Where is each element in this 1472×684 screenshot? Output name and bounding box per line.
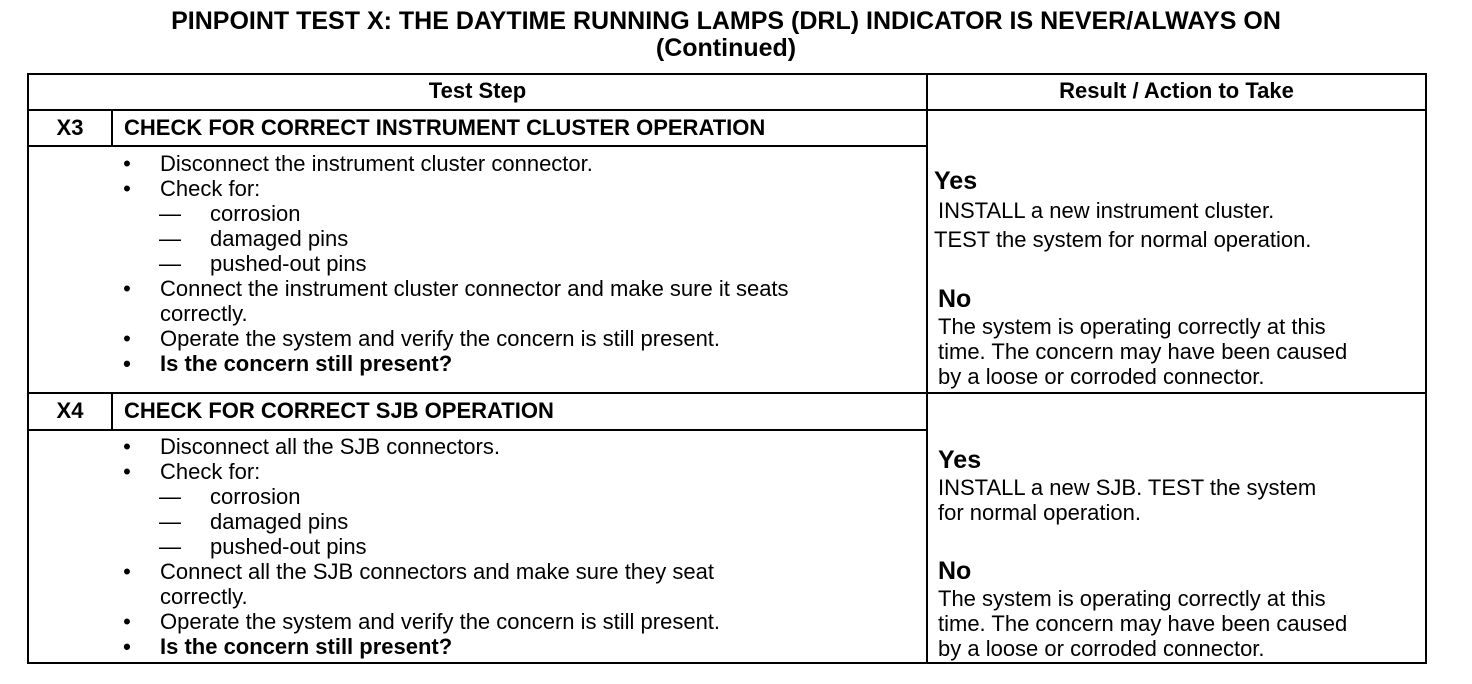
step-id: X3: [56, 115, 84, 140]
yes-label: Yes: [938, 446, 982, 474]
bullet-marker: •: [123, 559, 131, 584]
instruction-item: •Connect the instrument cluster connecto…: [118, 276, 918, 301]
dash-marker: —: [159, 509, 181, 534]
title-line: PINPOINT TEST X: THE DAYTIME RUNNING LAM…: [171, 7, 1281, 35]
header-test-step: Test Step: [428, 78, 527, 103]
instruction-item: •Disconnect all the SJB connectors.: [118, 434, 918, 459]
bullet-marker: •: [123, 276, 131, 301]
yes-action: INSTALL a new instrument cluster. TEST t…: [934, 198, 1312, 252]
x4-title-divider: [27, 429, 927, 431]
bullet-marker: •: [123, 176, 131, 201]
step-id: X4: [56, 398, 84, 423]
result-x4: Yes INSTALL a new SJB. TEST the system f…: [938, 445, 1418, 525]
dash-marker: —: [159, 484, 181, 509]
instruction-item: •Check for:: [118, 176, 918, 201]
x3-title-divider: [27, 145, 927, 147]
dash-marker: —: [159, 534, 181, 559]
instruction-item: •Operate the system and verify the conce…: [118, 609, 918, 634]
no-label: No: [938, 285, 972, 313]
step-title: CHECK FOR CORRECT SJB OPERATION: [124, 398, 554, 423]
x4-id-divider: [111, 392, 113, 430]
bullet-marker: •: [123, 434, 131, 459]
yes-label: Yes: [934, 167, 978, 195]
question-item: •Is the concern still present?: [118, 351, 918, 376]
instruction-continuation: correctly.: [160, 301, 248, 326]
result-x3-no: No The system is operating correctly at …: [938, 284, 1418, 389]
instruction-item: •Connect all the SJB connectors and make…: [118, 559, 918, 584]
no-action: The system is operating correctly at thi…: [938, 314, 1348, 389]
no-label: No: [938, 557, 972, 585]
step-title: CHECK FOR CORRECT INSTRUMENT CLUSTER OPE…: [124, 115, 766, 140]
no-action: The system is operating correctly at thi…: [938, 586, 1348, 661]
header-divider: [27, 109, 1427, 111]
bullet-marker: •: [123, 634, 131, 659]
instruction-item: •Operate the system and verify the conce…: [118, 326, 918, 351]
dash-marker: —: [159, 226, 181, 251]
instruction-item: •Disconnect the instrument cluster conne…: [118, 151, 918, 176]
column-divider: [926, 73, 928, 664]
bullet-marker: •: [123, 609, 131, 634]
header-result-action: Result / Action to Take: [1059, 78, 1294, 103]
check-sub-item: —pushed-out pins: [118, 251, 918, 276]
dash-marker: —: [159, 251, 181, 276]
continued-label: (Continued): [655, 34, 797, 62]
bullet-marker: •: [123, 351, 131, 376]
row-divider: [27, 392, 1427, 394]
document-title: PINPOINT TEST X: THE DAYTIME RUNNING LAM…: [0, 8, 1452, 62]
check-sub-item: —damaged pins: [118, 226, 918, 251]
result-x3: Yes INSTALL a new instrument cluster. TE…: [934, 166, 1414, 254]
bullet-marker: •: [123, 459, 131, 484]
check-sub-item: —corrosion: [118, 484, 918, 509]
yes-action: INSTALL a new SJB. TEST the system for n…: [938, 475, 1317, 525]
result-x4-no: No The system is operating correctly at …: [938, 556, 1418, 661]
check-sub-item: —corrosion: [118, 201, 918, 226]
x3-id-divider: [111, 109, 113, 146]
bullet-marker: •: [123, 151, 131, 176]
step-instructions: •Disconnect all the SJB connectors. •Che…: [118, 434, 918, 659]
instruction-continuation: correctly.: [160, 584, 248, 609]
check-sub-item: —pushed-out pins: [118, 534, 918, 559]
dash-marker: —: [159, 201, 181, 226]
step-instructions: •Disconnect the instrument cluster conne…: [118, 151, 918, 376]
question-item: •Is the concern still present?: [118, 634, 918, 659]
bullet-marker: •: [123, 326, 131, 351]
table-frame: [27, 73, 1427, 664]
instruction-item: •Check for:: [118, 459, 918, 484]
check-sub-item: —damaged pins: [118, 509, 918, 534]
